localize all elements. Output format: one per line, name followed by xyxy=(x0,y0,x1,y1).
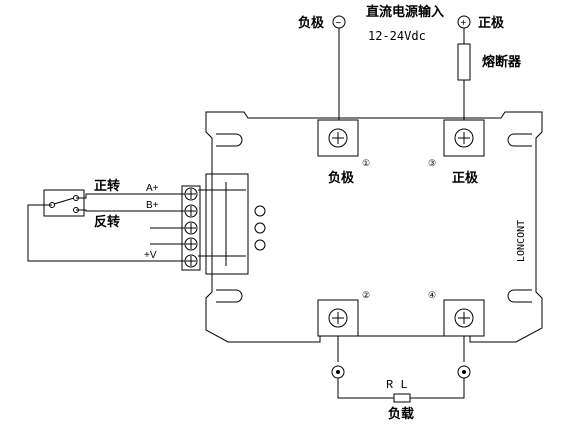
mount-slot-left-top xyxy=(216,133,243,147)
reverse-label: 反转 xyxy=(94,214,120,230)
connector-pin-5 xyxy=(184,254,198,268)
load-wire xyxy=(337,378,394,399)
fuse-label: 熔断器 xyxy=(482,54,522,70)
screw-terminal-2 xyxy=(317,299,359,337)
module-body-outline xyxy=(205,111,543,343)
terminal-3-label: 正极 xyxy=(452,170,479,186)
load-node-right-dot xyxy=(462,370,466,374)
screw-terminal-1 xyxy=(317,119,359,157)
brand-label: LONCONT xyxy=(516,220,527,262)
indicator-led-3 xyxy=(254,239,266,251)
negative-symbol: − xyxy=(336,18,342,29)
load-resistor-icon xyxy=(393,393,411,403)
screw-terminal-3 xyxy=(443,119,485,157)
terminal-3-number: ③ xyxy=(428,158,436,168)
load-node-left-dot xyxy=(336,370,340,374)
forward-label: 正转 xyxy=(94,178,120,194)
pin-v-label: +V xyxy=(144,250,157,261)
connector-pin-1 xyxy=(184,187,198,201)
mount-slot-right-top xyxy=(507,133,532,147)
supply-voltage: 12-24Vdc xyxy=(368,29,426,43)
connector-housing xyxy=(205,173,249,275)
fuse-icon xyxy=(457,43,471,81)
load-rl-label: R L xyxy=(386,378,408,392)
wire-forward xyxy=(76,193,185,199)
negative-pole-label: 负极 xyxy=(298,15,325,31)
positive-pole-label: 正极 xyxy=(478,15,505,31)
mount-slot-right-bottom xyxy=(507,289,532,303)
load-label: 负载 xyxy=(388,406,414,422)
load-wire-return xyxy=(410,378,465,399)
wire-reverse xyxy=(76,209,185,212)
indicator-led-1 xyxy=(254,205,266,217)
connector-pin-2 xyxy=(184,204,198,218)
connector-pin-3 xyxy=(184,221,198,235)
supply-title: 直流电源输入 xyxy=(366,4,444,20)
screw-terminal-4 xyxy=(443,299,485,337)
indicator-led-2 xyxy=(254,222,266,234)
terminal-4-number: ④ xyxy=(428,290,436,300)
direction-switch xyxy=(43,189,85,217)
wire-common xyxy=(27,204,185,262)
terminal-2-number: ② xyxy=(362,290,370,300)
mount-slot-left-bottom xyxy=(216,289,243,303)
connector-pin-4 xyxy=(184,237,198,251)
pin-a-label: A+ xyxy=(146,183,159,194)
switch-lever xyxy=(53,197,75,205)
pin-b-label: B+ xyxy=(146,200,159,211)
positive-symbol: + xyxy=(461,18,467,29)
terminal-1-label: 负极 xyxy=(328,170,355,186)
terminal-1-number: ① xyxy=(362,158,370,168)
